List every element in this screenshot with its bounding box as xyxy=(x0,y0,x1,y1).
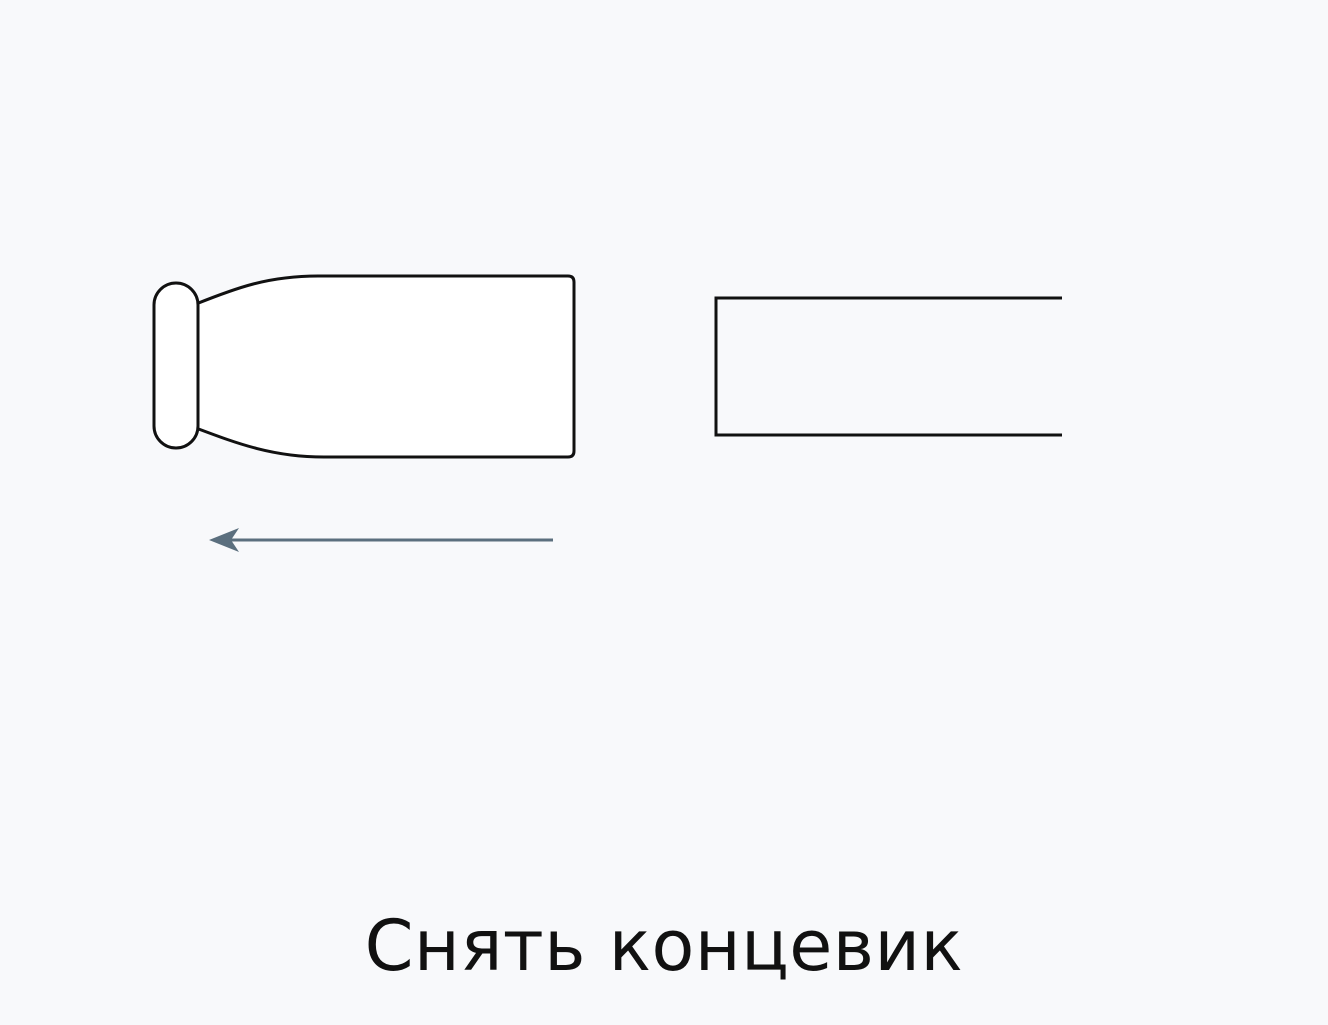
end-cap-knob xyxy=(152,281,200,450)
arrow-head xyxy=(209,528,239,552)
arrow-left-icon xyxy=(209,528,553,552)
rail-profile-icon xyxy=(714,296,1062,437)
end-cap-body xyxy=(194,274,576,459)
caption-text: Снять концевик xyxy=(364,905,964,987)
end-cap-icon xyxy=(152,274,576,459)
